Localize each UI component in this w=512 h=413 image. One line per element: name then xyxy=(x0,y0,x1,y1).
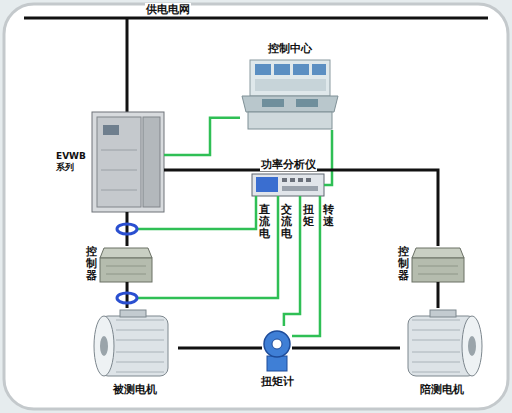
signal-wire xyxy=(137,196,256,229)
node-label: 被测电机 xyxy=(112,383,158,396)
load-motor: 陪测电机 xyxy=(400,308,484,380)
current-sensor xyxy=(117,293,137,303)
cabinet xyxy=(92,112,164,212)
node-label: 控制中心 xyxy=(267,42,313,55)
analyzer xyxy=(252,174,324,196)
torque-meter xyxy=(264,331,290,371)
node-label: 控制器 xyxy=(398,246,409,282)
motor-left xyxy=(94,310,168,376)
signal-name: 扭矩 xyxy=(303,204,314,228)
node-label: 扭矩计 xyxy=(260,375,295,388)
signal-wire xyxy=(292,196,320,336)
node-label: EVWB 系列 xyxy=(55,151,89,174)
controller: 控制器 xyxy=(412,246,464,282)
controller-left xyxy=(100,248,152,282)
node-label: 陪测电机 xyxy=(419,383,465,396)
power-cable xyxy=(437,282,440,308)
node-label: 控制器 xyxy=(86,246,97,282)
signal-wire xyxy=(324,130,332,185)
signal-name: 转速 xyxy=(323,204,334,228)
power-cable xyxy=(125,212,128,246)
node-label: 功率分析仪 xyxy=(260,158,317,171)
torque-meter: 扭矩计 xyxy=(262,326,292,372)
controller: 控制器 xyxy=(100,246,152,282)
controller-right xyxy=(412,248,464,282)
power-cable xyxy=(178,347,262,350)
motor-right xyxy=(408,310,482,376)
evwb-cabinet: EVWB 系列 xyxy=(92,112,164,212)
signal-name: 交流电 xyxy=(281,204,292,240)
motor-under-test: 被测电机 xyxy=(92,308,178,380)
signal-name: 直流电 xyxy=(259,204,270,240)
signal-wire xyxy=(164,118,240,155)
current-sensor xyxy=(117,224,137,234)
power-cable xyxy=(292,346,400,349)
grid-label: 供电电网 xyxy=(145,3,191,16)
control-console xyxy=(242,60,338,129)
signal-wire xyxy=(137,196,278,298)
power-analyzer: 功率分析仪 xyxy=(252,174,324,196)
control-center: 控制中心 xyxy=(240,58,340,130)
